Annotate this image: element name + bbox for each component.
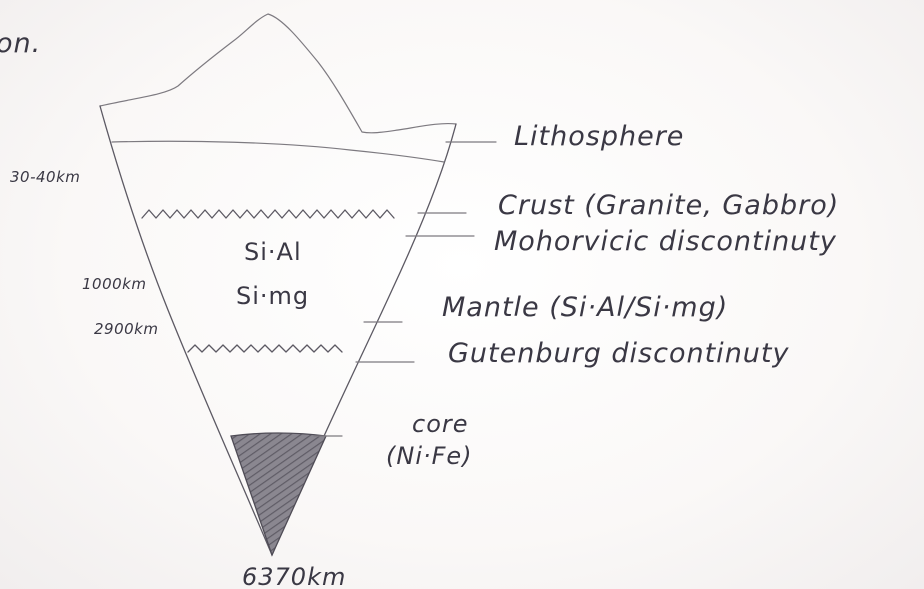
depth-label-2900km: 2900km xyxy=(94,320,158,338)
moho-discontinuity-line xyxy=(142,210,394,218)
gutenberg-discontinuity-line xyxy=(188,345,342,352)
core-composition-label: (Ni·Fe) xyxy=(386,442,473,470)
depth-label-center: 6370km xyxy=(242,563,346,589)
text-fragment: on. xyxy=(0,28,41,59)
moho-label: Mohorvicic discontinuty xyxy=(494,226,837,257)
lithosphere-label: Lithosphere xyxy=(514,121,684,152)
mountain-outline xyxy=(100,14,456,133)
lithosphere-boundary xyxy=(112,141,444,162)
sial-layer-label: Si·Al xyxy=(244,238,302,266)
core-label: core xyxy=(412,410,469,438)
gutenberg-label: Gutenburg discontinuty xyxy=(448,338,789,369)
mantle-label: Mantle (Si·Al/Si·mg) xyxy=(442,292,728,323)
sima-layer-label: Si·mg xyxy=(236,282,309,310)
depth-label-1000km: 1000km xyxy=(82,275,146,293)
crust-label: Crust (Granite, Gabbro) xyxy=(498,190,839,221)
depth-label-crust: 30-40km xyxy=(10,168,80,186)
